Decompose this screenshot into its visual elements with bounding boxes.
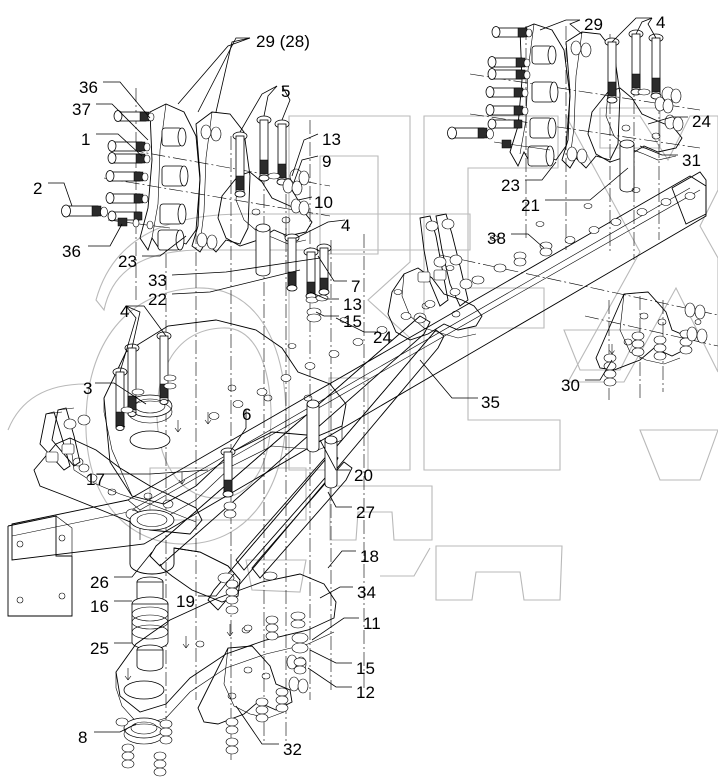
- bottom-main-plate: [115, 573, 337, 745]
- callout-36-bottom: 36: [62, 242, 81, 261]
- callout-34: 34: [357, 583, 376, 602]
- callout-13-mid: 13: [343, 295, 362, 314]
- lower-diagonal-links: [149, 315, 445, 611]
- callout-13-top: 13: [322, 130, 341, 149]
- callout-10: 10: [314, 193, 333, 212]
- right-lower-bracket-30: [595, 291, 708, 387]
- callout-18: 18: [360, 547, 379, 566]
- callout-9: 9: [322, 152, 332, 171]
- callout-24: 24: [373, 328, 392, 347]
- top-right-frame-arms: [509, 23, 621, 169]
- callout-27: 27: [356, 503, 375, 522]
- centre-bracket-24: [387, 213, 483, 341]
- callout-38: 38: [487, 229, 506, 248]
- beam-top-hardware: [208, 187, 696, 420]
- callout-29-right: 29: [584, 15, 603, 34]
- callout-4-right: 4: [656, 13, 666, 32]
- leader-lines: [48, 17, 688, 745]
- callout-21: 21: [521, 196, 540, 215]
- callout-19: 19: [176, 592, 195, 611]
- bolt-stack-left: [61, 110, 171, 230]
- centre-hub-assembly: [129, 509, 241, 672]
- callout-11: 11: [363, 614, 381, 633]
- callout-23-left: 23: [118, 252, 137, 271]
- bottom-nut-stacks: [115, 571, 309, 777]
- callout-5: 5: [281, 82, 291, 101]
- callout-15-bottom: 15: [356, 659, 375, 678]
- callout-20: 20: [354, 466, 373, 485]
- callout-22: 22: [148, 290, 167, 309]
- bolt-group-4-mid: [284, 233, 332, 323]
- callout-17: 17: [86, 470, 105, 489]
- callout-24-right: 24: [692, 112, 711, 131]
- callout-6: 6: [242, 405, 252, 424]
- callout-4-left: 4: [120, 302, 130, 321]
- callout-36-top: 36: [79, 78, 98, 97]
- left-main-plate: [103, 319, 347, 519]
- callout-31: 31: [682, 151, 701, 170]
- callout-29-28: 29 (28): [256, 32, 310, 51]
- top-left-frame-arms: [139, 103, 251, 253]
- callout-2: 2: [33, 179, 43, 198]
- callout-1: 1: [81, 130, 91, 149]
- callout-37: 37: [72, 100, 91, 119]
- callout-33: 33: [148, 271, 167, 290]
- callout-7: 7: [351, 277, 361, 296]
- callout-25: 25: [90, 639, 109, 658]
- callout-3: 3: [83, 379, 93, 398]
- callout-23-right: 23: [501, 176, 520, 195]
- callout-15-mid: 15: [343, 312, 362, 331]
- callout-26: 26: [90, 573, 109, 592]
- callout-12: 12: [356, 683, 375, 702]
- callout-32: 32: [283, 740, 302, 759]
- top-left-mount-plate: [217, 115, 313, 277]
- callout-16: 16: [90, 597, 109, 616]
- top-right-mount-plate: [587, 29, 684, 193]
- callout-30: 30: [561, 376, 580, 395]
- callout-4-mid: 4: [341, 216, 351, 235]
- callout-35: 35: [481, 393, 500, 412]
- bolt-stack-right-top: [447, 26, 551, 151]
- callout-8: 8: [78, 728, 88, 747]
- main-frame-beam: [7, 171, 707, 617]
